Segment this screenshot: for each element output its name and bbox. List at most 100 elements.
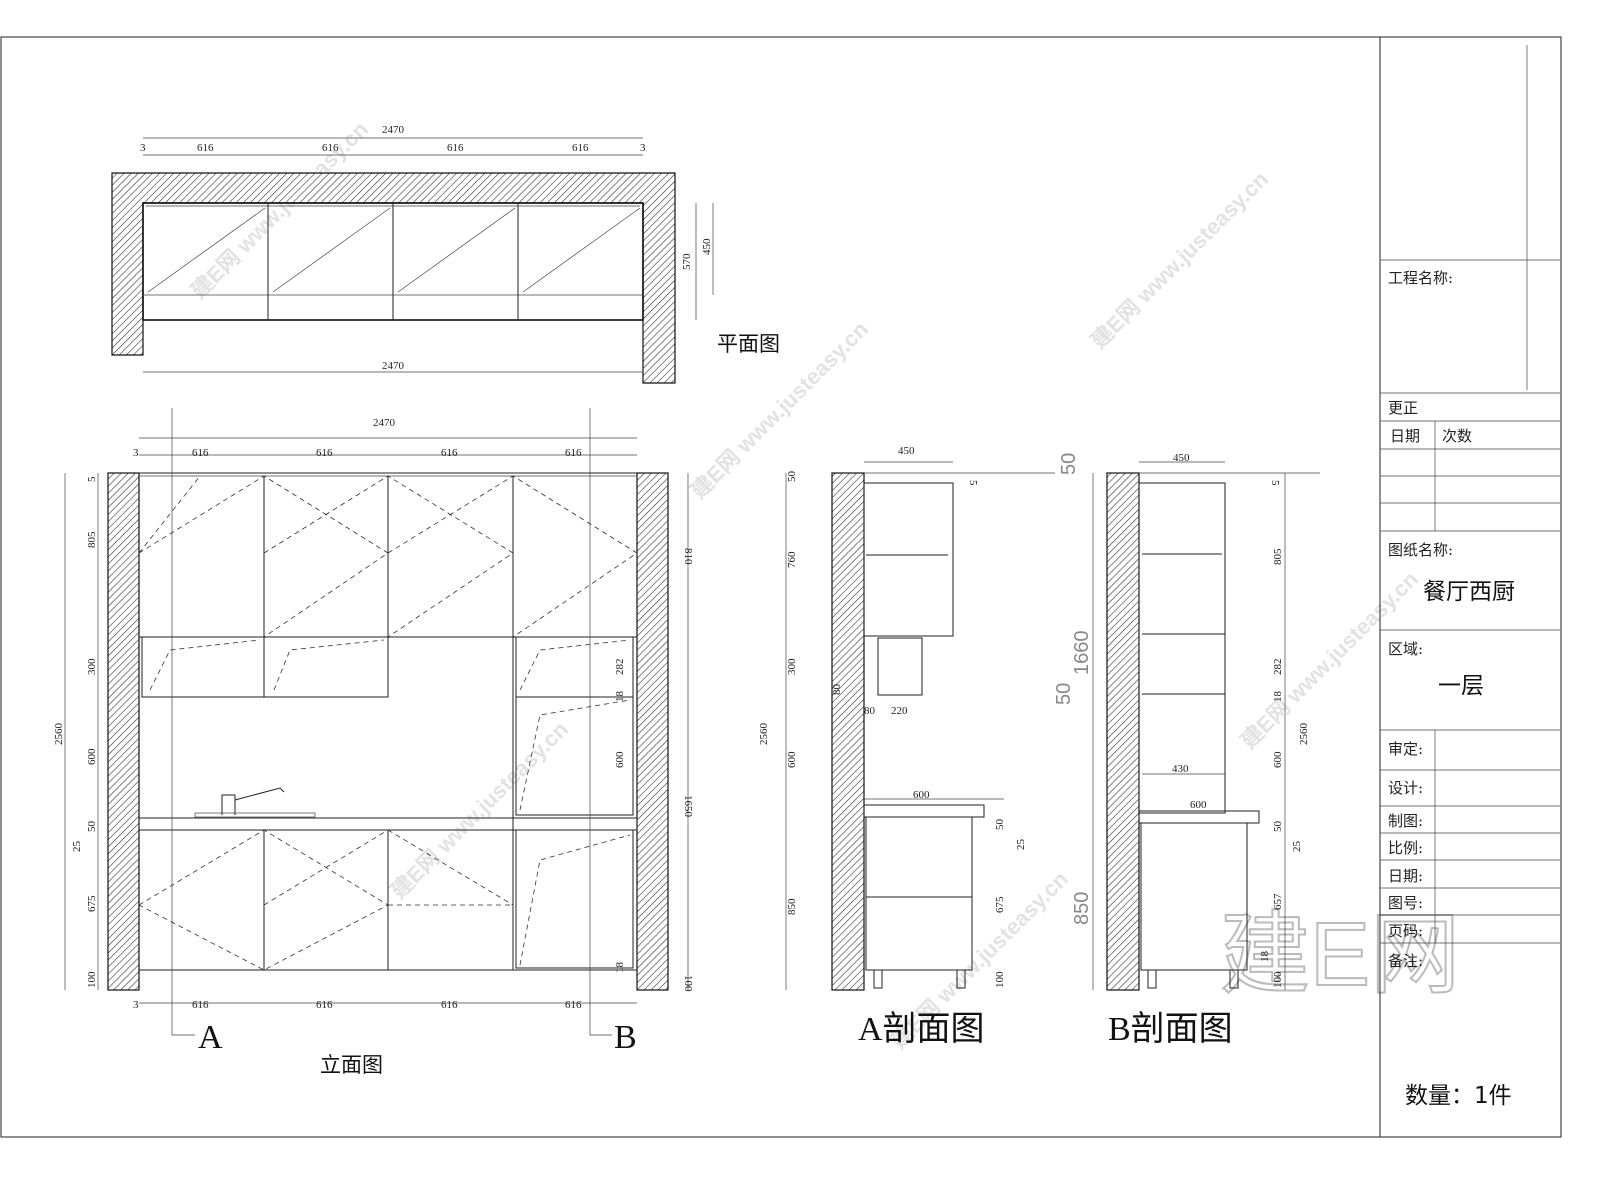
title-block: 工程名称: 更正 日期 次数 图纸名称: 餐厅西厨 区域: 一层 审定: 设计:… [1380, 45, 1560, 1109]
dim-text: 450 [898, 445, 915, 457]
dim-text: 100 [86, 971, 98, 988]
area-value: 一层 [1438, 673, 1484, 699]
dim-text: 18 [1259, 951, 1271, 963]
dim-text: 2560 [53, 723, 65, 746]
watermark: 建E网 www.justeasy.cn [386, 716, 573, 903]
section-marker-b: B [614, 1019, 637, 1056]
date-label: 日期: [1388, 867, 1423, 885]
quantity: 数量：1件 [1405, 1083, 1512, 1109]
dim-text: 50 [1053, 683, 1075, 705]
elevation-title: 立面图 [320, 1053, 383, 1077]
dim-text: 616 [441, 999, 458, 1011]
revision-count-header: 次数 [1442, 427, 1472, 445]
dim-text: 80 [831, 684, 843, 696]
area-label: 区域: [1388, 640, 1423, 658]
dim-text: 675 [994, 896, 1006, 913]
dim-text: 616 [322, 142, 339, 154]
faucet-icon [221, 787, 285, 815]
watermark: 建E网 www.justeasy.cn [186, 116, 373, 303]
watermark-layer: 建E网 www.justeasy.cn 建E网 www.justeasy.cn … [186, 116, 1461, 1053]
dim-text: 600 [913, 789, 930, 801]
dim-text: 805 [1272, 548, 1284, 565]
revision-date-header: 日期 [1390, 427, 1420, 445]
dim-text: 5 [86, 476, 98, 482]
dim-text: 450 [1173, 452, 1190, 464]
dim-text: 100 [994, 971, 1006, 988]
dim-text: 220 [891, 705, 908, 717]
dim-text: 2470 [382, 124, 405, 136]
dim-text: 616 [192, 999, 209, 1011]
dim-text: 2470 [373, 417, 396, 429]
section-a-wall [831, 472, 865, 991]
dim-text: 850 [1071, 892, 1093, 925]
dim-text: 570 [681, 253, 693, 270]
page-number-label: 页码: [1388, 922, 1423, 940]
dim-text: 850 [786, 898, 798, 915]
dim-text: 5 [1269, 480, 1281, 486]
dim-text: 3 [140, 142, 146, 154]
drawing-name: 餐厅西厨 [1423, 579, 1515, 605]
dim-text: 616 [565, 999, 582, 1011]
watermark: 建E网 www.justeasy.cn [1236, 566, 1423, 753]
dim-text: 657 [1272, 893, 1284, 910]
dim-text: 616 [316, 447, 333, 459]
dim-text: 616 [572, 142, 589, 154]
dim-text: 1650 [682, 795, 694, 818]
dim-text: 18 [614, 962, 626, 974]
dim-text: 50 [786, 471, 798, 483]
dim-text: 3 [133, 447, 139, 459]
sheet-border [0, 36, 1562, 1138]
plan-view: 2470 616 616 616 616 3 3 2470 570 450 平面… [111, 124, 780, 384]
dim-text: 600 [614, 751, 626, 768]
drafter-label: 制图: [1388, 812, 1423, 830]
dim-text: 282 [1272, 659, 1284, 676]
dim-text: 616 [192, 447, 209, 459]
section-a-title: A剖面图 [858, 1010, 985, 1048]
left-wall [107, 472, 140, 991]
dim-text: 675 [86, 895, 98, 912]
dim-text: 18 [1272, 691, 1284, 703]
dim-text: 810 [682, 548, 694, 565]
section-b-view: 450 600 430 50 1660 50 850 5 805 282 18 … [1053, 452, 1320, 1048]
dim-text: 600 [86, 748, 98, 765]
drawing-number-label: 图号: [1388, 894, 1423, 912]
dim-text: 5 [967, 480, 979, 486]
plan-title: 平面图 [717, 332, 780, 356]
dim-text: 3 [640, 142, 646, 154]
dim-text: 25 [1015, 839, 1027, 851]
dim-text: 2560 [758, 723, 770, 746]
section-b-wall [1106, 472, 1140, 991]
section-marker-a: A [198, 1019, 223, 1056]
dim-text: 616 [441, 447, 458, 459]
dim-text: 600 [1272, 751, 1284, 768]
approved-label: 审定: [1388, 740, 1423, 758]
watermark-logo: 建E网 [1220, 905, 1460, 1005]
dim-text: 25 [71, 841, 83, 853]
designer-label: 设计: [1388, 779, 1423, 797]
dim-text: 300 [786, 658, 798, 675]
dim-text: 760 [786, 551, 798, 568]
watermark: 建E网 www.justeasy.cn [1086, 166, 1273, 353]
dim-text: 3 [133, 999, 139, 1011]
dim-text: 430 [1172, 763, 1189, 775]
dim-text: 50 [1058, 453, 1080, 475]
dim-text: 2470 [382, 360, 405, 372]
dim-text: 616 [565, 447, 582, 459]
dim-text: 100 [1272, 971, 1284, 988]
section-b-title: B剖面图 [1108, 1010, 1233, 1048]
dim-text: 50 [1272, 821, 1284, 833]
notes-label: 备注: [1388, 952, 1423, 970]
project-name-label: 工程名称: [1388, 269, 1453, 287]
dim-text: 616 [197, 142, 214, 154]
dim-text: 2560 [1298, 723, 1310, 746]
scale-label: 比例: [1388, 839, 1423, 857]
dim-text: 50 [994, 819, 1006, 831]
dim-text: 805 [86, 531, 98, 548]
right-wall [636, 472, 669, 991]
dim-text: 50 [86, 821, 98, 833]
dim-text: 300 [86, 658, 98, 675]
dim-text: 282 [614, 659, 626, 676]
section-a-view: 450 600 50 760 300 600 850 2560 80 80 22… [758, 445, 1055, 1048]
dim-text: 600 [786, 751, 798, 768]
